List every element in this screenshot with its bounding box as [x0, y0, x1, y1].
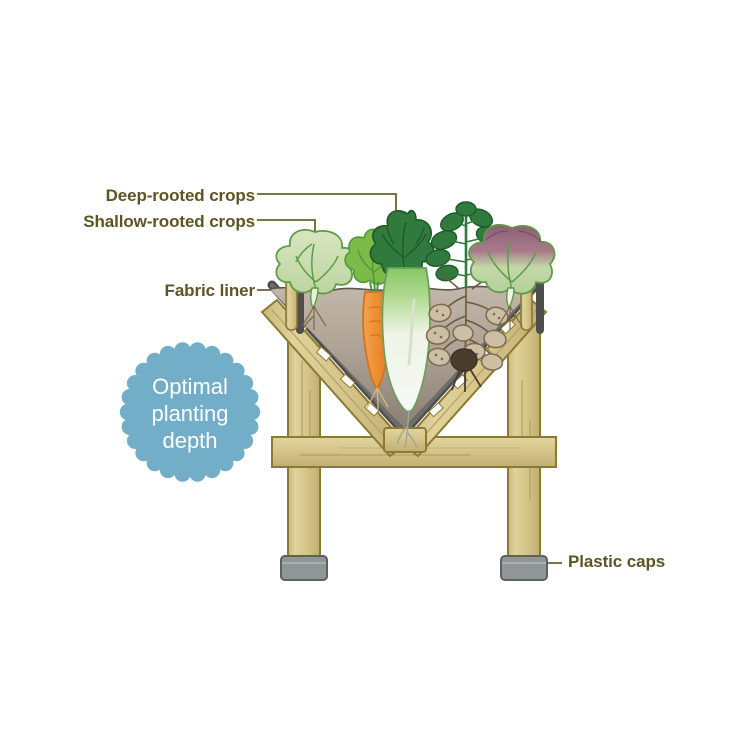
cap-right — [500, 555, 548, 581]
red-lettuce-roots — [497, 305, 523, 330]
plastic-caps — [280, 555, 548, 581]
carrot-tap-roots — [366, 387, 389, 411]
crop-red-lettuce — [468, 223, 556, 330]
label-plastic-caps: Plastic caps — [568, 552, 666, 571]
crop-daikon-radish — [369, 209, 435, 449]
potato-base-root — [450, 348, 482, 392]
label-shallow-rooted-crops: Shallow-rooted crops — [83, 212, 255, 231]
optimal-depth-badge — [119, 342, 261, 482]
daikon-tap-root — [396, 409, 418, 449]
lettuce-roots — [301, 305, 327, 330]
v-frame-rails — [260, 298, 548, 458]
label-deep-rooted-crops: Deep-rooted crops — [105, 186, 256, 205]
crop-green-lettuce — [275, 229, 356, 330]
carrot-stems — [369, 279, 379, 293]
label-fabric-liner: Fabric liner — [164, 281, 256, 300]
rail-joint-block — [383, 427, 427, 453]
potato-tubers — [425, 303, 509, 371]
